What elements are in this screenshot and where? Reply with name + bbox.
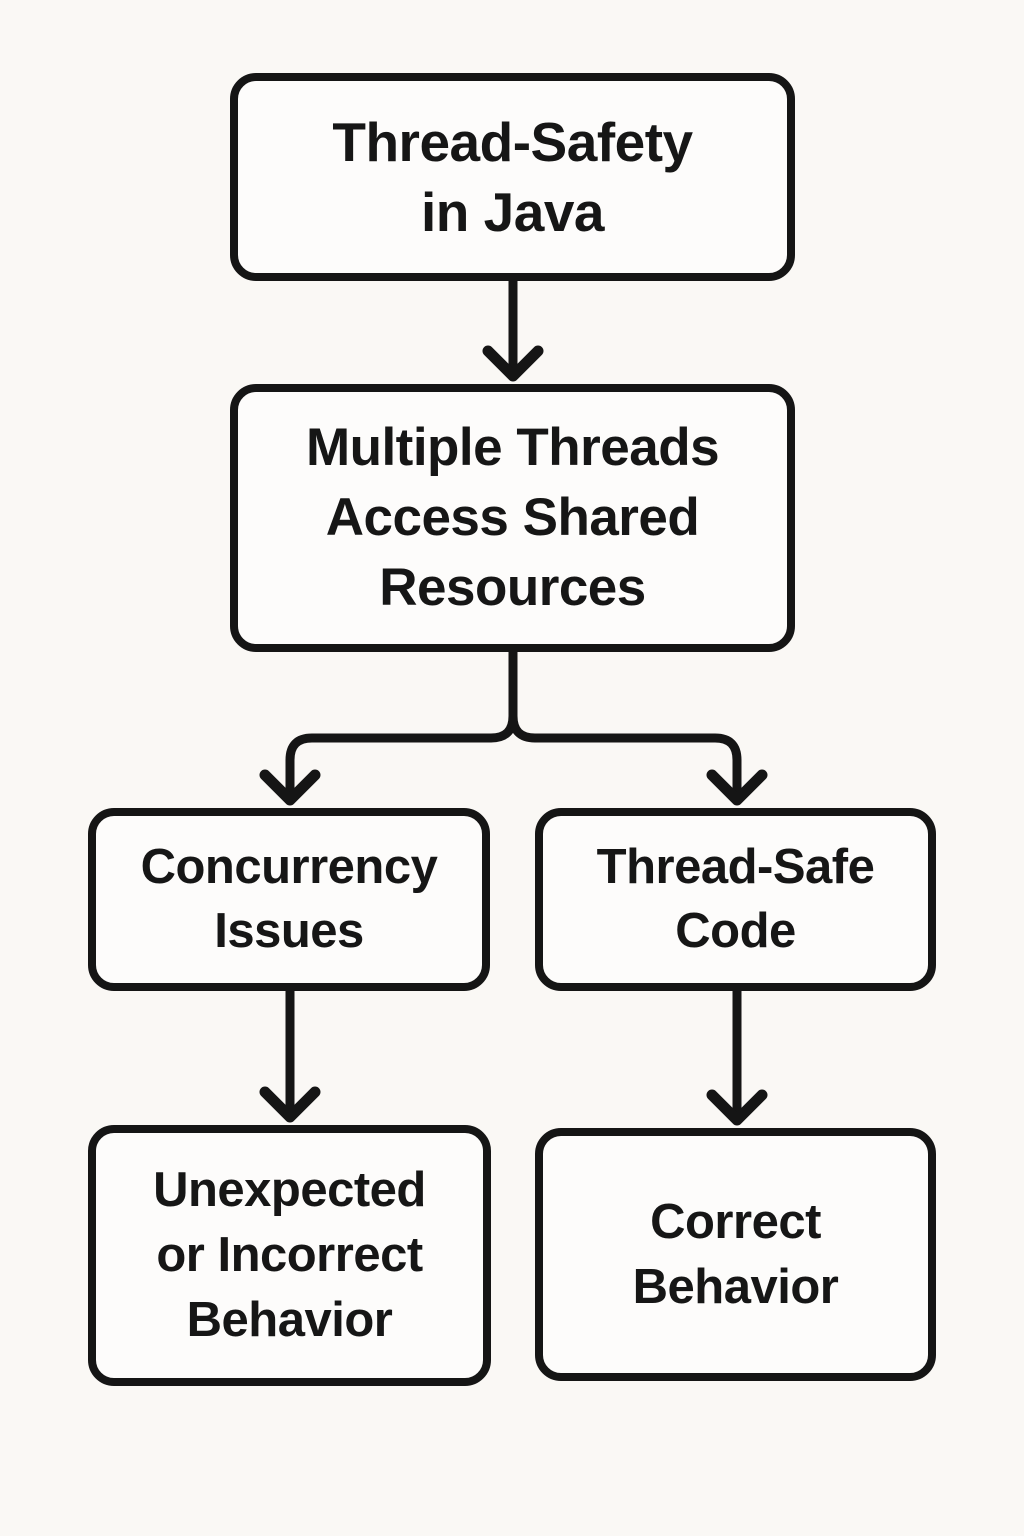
node-label-line: Concurrency: [140, 839, 438, 894]
node-label-line: Multiple Threads: [305, 418, 720, 478]
node-label-line: Correct: [650, 1194, 821, 1249]
edge-issues-unexpected-arrowhead-icon: [259, 1086, 321, 1123]
node-thread-safety-in-java: Thread-Safety in Java: [230, 73, 795, 281]
node-unexpected-or-incorrect-behavior: Unexpected or Incorrect Behavior: [88, 1125, 491, 1386]
node-label-line: Thread-Safe: [596, 839, 875, 894]
node-label-line: Behavior: [632, 1259, 839, 1314]
node-label-line: Thread-Safety: [332, 110, 693, 173]
node-label-line: Access Shared: [325, 488, 700, 548]
edge-shared-issues-arrowhead-icon: [259, 769, 321, 806]
edge-root-shared-arrowhead-icon: [482, 345, 544, 382]
node-concurrency-issues: Concurrency Issues: [88, 808, 490, 991]
node-multiple-threads-access-shared-resources: Multiple Threads Access Shared Resources: [230, 384, 795, 652]
edge-shared-safe-arrowhead-icon: [706, 769, 768, 806]
node-label-line: Unexpected: [153, 1163, 426, 1218]
node-label-line: Code: [675, 903, 796, 958]
node-thread-safe-code: Thread-Safe Code: [535, 808, 936, 991]
node-label-line: Resources: [379, 557, 646, 617]
edge-safe-correct-arrowhead-icon: [706, 1089, 768, 1126]
edge-shared-safe-line: [508, 651, 742, 796]
node-correct-behavior: Correct Behavior: [535, 1128, 936, 1381]
node-label-line: or Incorrect: [156, 1228, 423, 1283]
edge-shared-issues-line: [285, 651, 518, 796]
node-label-line: Behavior: [186, 1292, 393, 1347]
node-label-line: Issues: [214, 903, 364, 958]
node-label-line: in Java: [420, 181, 605, 243]
